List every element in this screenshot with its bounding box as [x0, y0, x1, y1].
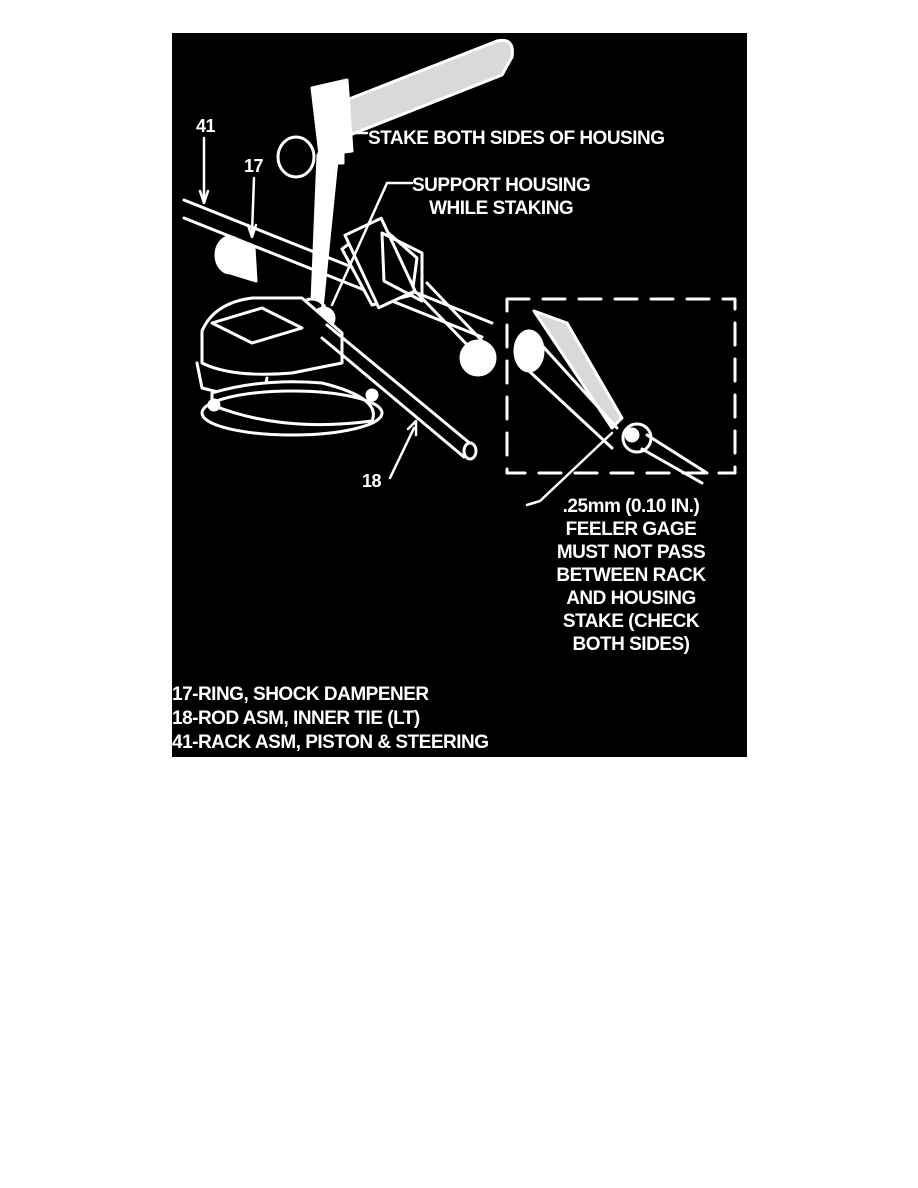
note-support-line-1: SUPPORT HOUSING: [412, 175, 591, 196]
feeler-line: AND HOUSING: [566, 588, 696, 609]
feeler-line: .25mm (0.10 IN.): [562, 496, 700, 517]
callout-17: 17: [244, 156, 264, 176]
inner-tie-rod: [320, 323, 478, 461]
leader-lines: [198, 131, 614, 507]
legend-item-41: 41-RACK ASM, PISTON & STEERING: [172, 732, 489, 753]
gear-housing: [340, 216, 497, 377]
legend-item-17: 17-RING, SHOCK DAMPENER: [172, 684, 429, 705]
note-feeler-gage: .25mm (0.10 IN.) FEELER GAGE MUST NOT PA…: [532, 495, 730, 656]
feeler-line: BETWEEN RACK: [556, 565, 706, 586]
feeler-line: FEELER GAGE: [565, 519, 697, 540]
legend-item-18: 18-ROD ASM, INNER TIE (LT): [172, 708, 420, 729]
note-support-housing: SUPPORT HOUSING WHILE STAKING: [412, 174, 591, 220]
note-support-line-2: WHILE STAKING: [429, 198, 574, 219]
detail-inset: [505, 297, 737, 485]
callout-41: 41: [196, 116, 216, 136]
feeler-line: BOTH SIDES): [572, 634, 690, 655]
shock-dampener-ring: [214, 135, 316, 283]
staking-illustration: [182, 38, 737, 507]
bench-vise: [195, 296, 384, 437]
feeler-line: MUST NOT PASS: [556, 542, 706, 563]
callout-18: 18: [362, 471, 382, 491]
parts-legend: 17-RING, SHOCK DAMPENER 18-ROD ASM, INNE…: [172, 683, 489, 755]
feeler-line: STAKE (CHECK: [562, 611, 700, 632]
service-diagram: 41 17 18 STAKE BOTH SIDES OF HOUSING SUP…: [172, 33, 747, 757]
note-stake-both-sides: STAKE BOTH SIDES OF HOUSING: [368, 128, 665, 149]
